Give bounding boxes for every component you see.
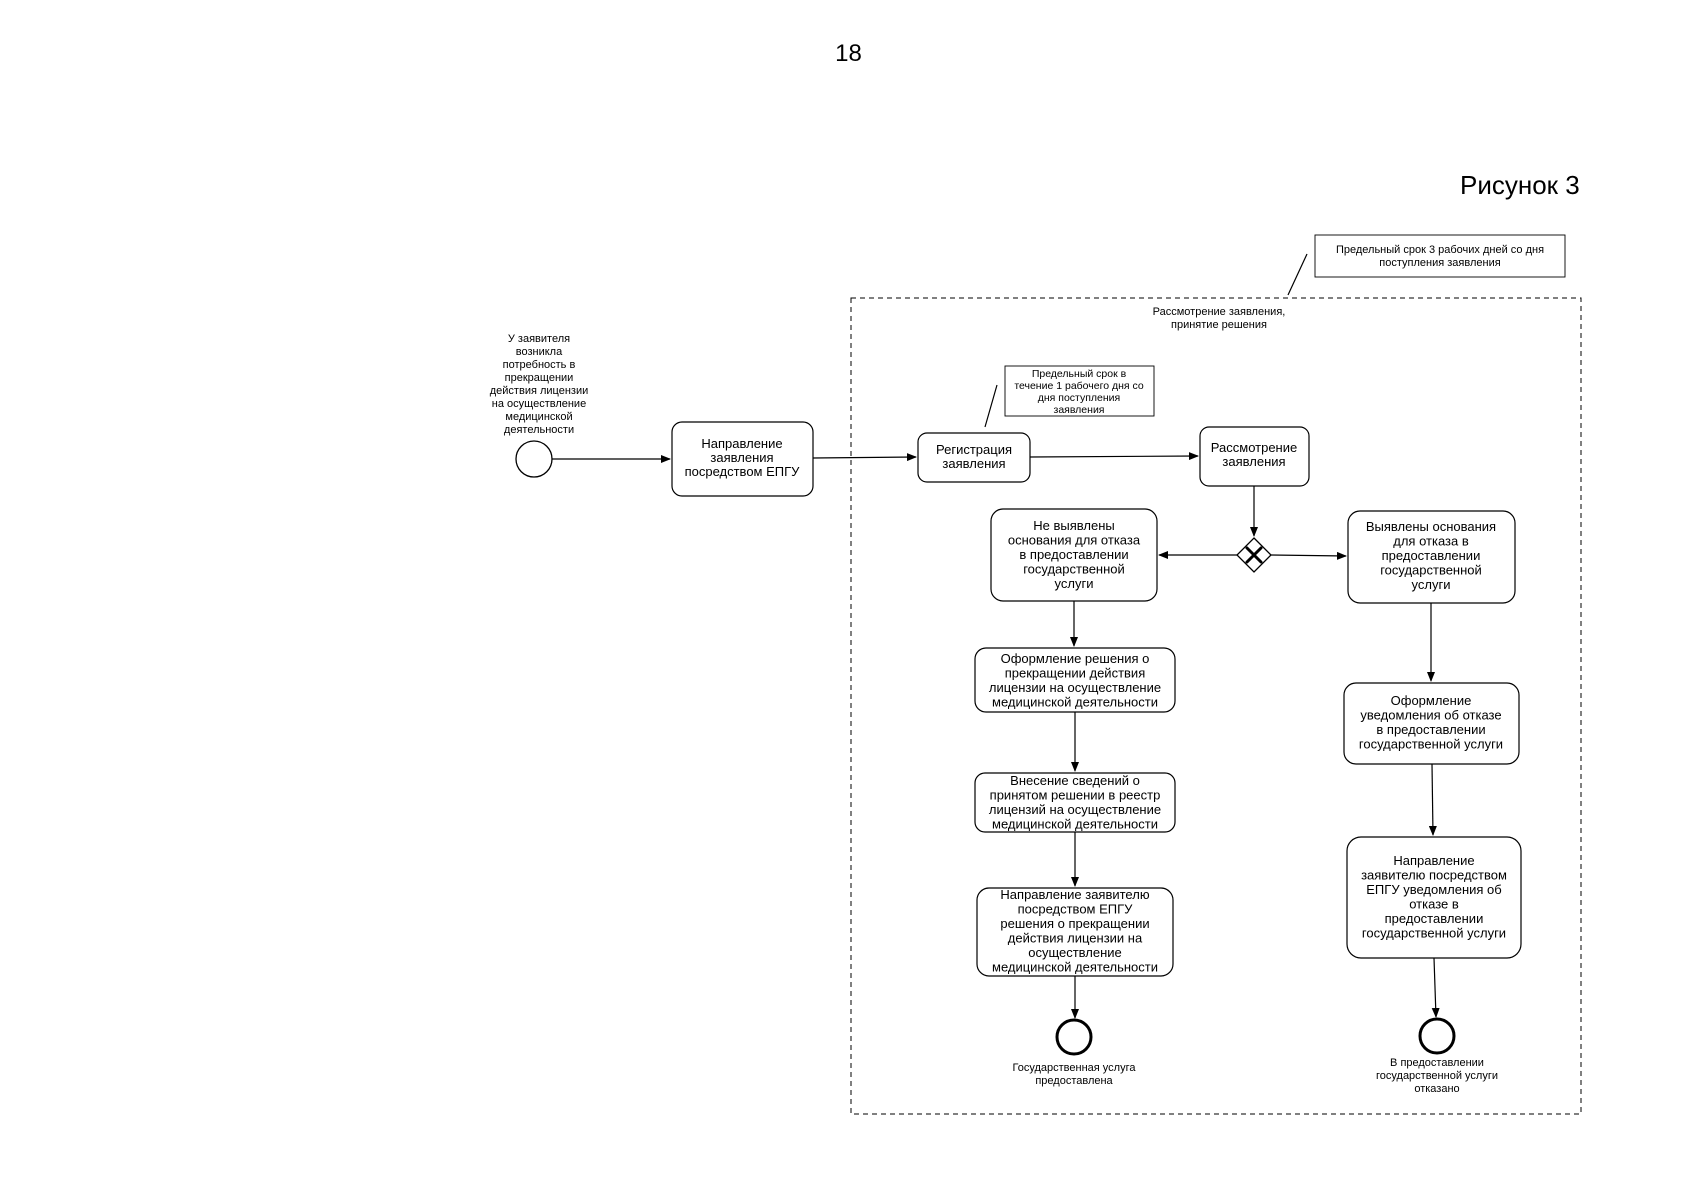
text-line: государственной услуги [1362, 926, 1506, 941]
text-line: действия лицензии [490, 385, 588, 397]
text-line: решения о прекращении [1000, 916, 1149, 931]
task-register [917, 432, 1031, 483]
text-line: предоставлении [1382, 548, 1481, 563]
text-line: заявления [1222, 454, 1285, 469]
text-line: медицинской [505, 411, 572, 423]
text-line: деятельности [504, 424, 574, 436]
text-line: принятие решения [1171, 319, 1267, 331]
text-line: услуги [1055, 576, 1094, 591]
text-line: в предоставлении [1019, 547, 1128, 562]
lane-deadline-note [1314, 234, 1566, 278]
text-line: течение 1 рабочего дня со [1014, 380, 1144, 392]
gateway-x-icon [1245, 546, 1263, 564]
text-line: заявления [710, 450, 773, 465]
text-line: Оформление решения о [1001, 651, 1150, 666]
figure-label: Рисунок 3 [1460, 170, 1580, 200]
text-line: ЕПГУ уведомления об [1366, 882, 1501, 897]
start-event [515, 440, 553, 478]
registration-deadline-note [1004, 365, 1155, 417]
text-line: основания для отказа [1008, 533, 1141, 548]
end-event-refusal [1418, 1017, 1456, 1055]
text-line: принятом решении в реестр [990, 788, 1161, 803]
register-note-connector [984, 384, 998, 428]
task-issue-refusal [1343, 682, 1520, 765]
text-line: поступления заявления [1379, 257, 1500, 269]
end-event-success [1055, 1018, 1093, 1056]
text-line: услуги [1412, 577, 1451, 592]
text-line: отказе в [1409, 897, 1459, 912]
text-line: Направление [701, 436, 782, 451]
text-line: государственной услуги [1376, 1070, 1498, 1082]
flow-send-refusal-to-end [1431, 957, 1440, 1018]
text-line: Направление [1393, 853, 1474, 868]
text-line: Оформление [1391, 693, 1472, 708]
text-line: прекращении действия [1005, 666, 1145, 681]
text-line: заявления [942, 456, 1005, 471]
text-line: потребность в [503, 359, 576, 371]
task-submit-application [671, 421, 814, 497]
text-line: прекращении [505, 372, 574, 384]
text-line: возникла [516, 346, 563, 358]
text-line: медицинской деятельности [992, 695, 1158, 710]
text-line: предоставлении [1385, 911, 1484, 926]
text-line: Рассмотрение заявления, [1153, 306, 1286, 318]
flow-issue-refusal-to-send-refusal [1428, 763, 1437, 836]
page-number: 18 [835, 40, 862, 67]
text-line: посредством ЕПГУ [1018, 902, 1134, 917]
text-line: дня поступления [1038, 392, 1120, 404]
text-line: государственной [1380, 563, 1482, 578]
flow-gateway-to-grounds-found [1270, 551, 1347, 560]
text-line: лицензий на осуществление [989, 802, 1161, 817]
text-line: Предельный срок 3 рабочих дней со дня [1336, 244, 1544, 256]
text-line: заявителю посредством [1361, 868, 1507, 883]
text-line: посредством ЕПГУ [685, 464, 801, 479]
text-line: Выявлены основания [1366, 519, 1496, 534]
text-line: предоставлена [1035, 1075, 1113, 1087]
text-line: медицинской деятельности [992, 817, 1158, 832]
lane-note-connector [1287, 253, 1308, 296]
text-line: в предоставлении [1376, 722, 1485, 737]
text-line: Внесение сведений о [1010, 773, 1140, 788]
text-line: В предоставлении [1390, 1057, 1484, 1069]
lane-title: Рассмотрение заявления,принятие решения [1153, 306, 1286, 331]
text-line: Не выявлены [1033, 518, 1114, 533]
text-line: Государственная услуга [1013, 1062, 1137, 1074]
text-line: лицензии на осуществление [989, 680, 1161, 695]
text-line: Направление заявителю [1000, 887, 1149, 902]
text-line: отказано [1414, 1083, 1459, 1095]
text-line: на осуществление [492, 398, 586, 410]
text-line: уведомления об отказе [1360, 708, 1501, 723]
text-line: У заявителя [508, 333, 570, 345]
flow-register-to-review [1029, 452, 1199, 461]
flow-submit-to-register [812, 453, 917, 462]
text-line: действия лицензии на [1008, 931, 1143, 946]
text-line: для отказа в [1393, 534, 1469, 549]
text-line: Регистрация [936, 442, 1012, 457]
text-line: Рассмотрение [1211, 440, 1297, 455]
text-line: заявления [1054, 404, 1105, 416]
text-line: государственной [1023, 562, 1125, 577]
text-line: осуществление [1028, 945, 1122, 960]
text-line: государственной услуги [1359, 737, 1503, 752]
text-line: медицинской деятельности [992, 960, 1158, 975]
review-lane [850, 297, 1582, 1115]
text-line: Предельный срок в [1032, 368, 1127, 380]
